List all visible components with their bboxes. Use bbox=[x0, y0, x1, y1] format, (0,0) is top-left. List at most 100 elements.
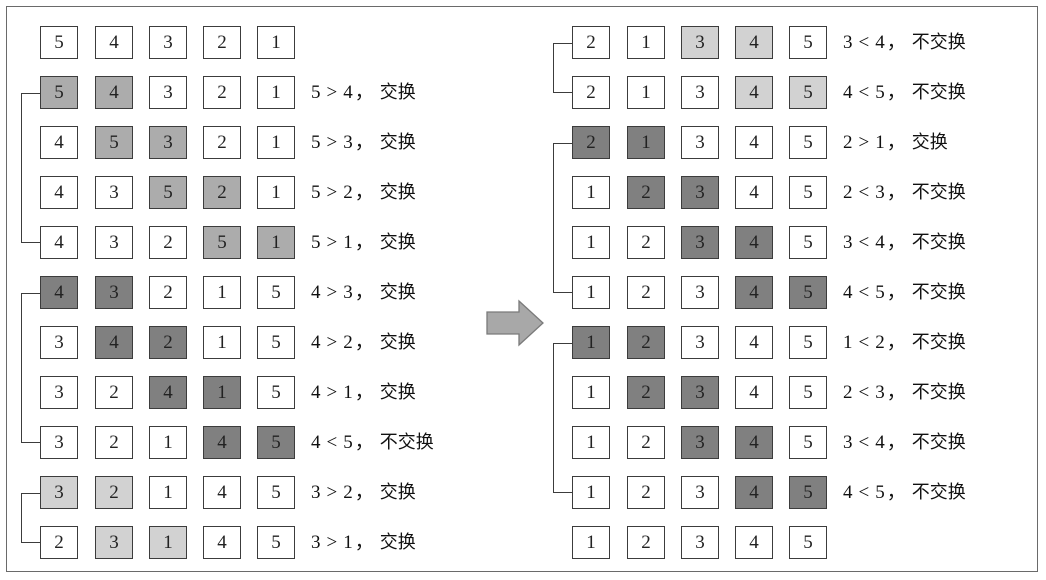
compared-value: 4 bbox=[311, 382, 321, 403]
separator: ， bbox=[886, 432, 906, 453]
array-cell: 2 bbox=[203, 126, 241, 159]
comparison-label: 3>2，交换 bbox=[311, 476, 416, 509]
array-cell: 3 bbox=[681, 376, 719, 409]
separator: ， bbox=[354, 532, 374, 553]
array-cell: 2 bbox=[572, 26, 610, 59]
array-cell: 5 bbox=[789, 26, 827, 59]
round-bracket bbox=[21, 292, 40, 443]
separator: ， bbox=[354, 332, 374, 353]
array-cell: 3 bbox=[40, 376, 78, 409]
swap-decision: 交换 bbox=[379, 332, 416, 353]
comparison-operator: > bbox=[858, 132, 870, 153]
array-cell: 2 bbox=[627, 176, 665, 209]
comparison-label: 4<5，不交换 bbox=[843, 476, 966, 509]
swap-decision: 不交换 bbox=[911, 282, 966, 303]
compared-value: 4 bbox=[875, 232, 885, 253]
swap-decision: 交换 bbox=[379, 82, 416, 103]
swap-decision: 不交换 bbox=[379, 432, 434, 453]
compared-value: 4 bbox=[343, 82, 353, 103]
array-cell: 4 bbox=[735, 126, 773, 159]
separator: ， bbox=[886, 182, 906, 203]
array-cell: 3 bbox=[95, 526, 133, 559]
array-cell: 5 bbox=[257, 276, 295, 309]
separator: ， bbox=[886, 82, 906, 103]
swap-decision: 不交换 bbox=[911, 332, 966, 353]
comparison-operator: > bbox=[326, 332, 338, 353]
array-cell: 5 bbox=[257, 326, 295, 359]
comparison-label: 4<5，不交换 bbox=[311, 426, 434, 459]
compared-value: 4 bbox=[311, 332, 321, 353]
swap-decision: 交换 bbox=[379, 482, 416, 503]
array-cell: 4 bbox=[95, 26, 133, 59]
compared-value: 3 bbox=[875, 182, 885, 203]
array-cell: 4 bbox=[735, 476, 773, 509]
array-cell: 2 bbox=[40, 526, 78, 559]
comparison-operator: > bbox=[326, 532, 338, 553]
swap-decision: 交换 bbox=[379, 232, 416, 253]
round-bracket bbox=[553, 42, 572, 93]
array-cell: 5 bbox=[789, 476, 827, 509]
array-cell: 5 bbox=[149, 176, 187, 209]
comparison-label: 5>1，交换 bbox=[311, 226, 416, 259]
separator: ， bbox=[886, 282, 906, 303]
round-bracket bbox=[553, 142, 572, 293]
array-cell: 4 bbox=[40, 226, 78, 259]
array-cell: 5 bbox=[40, 76, 78, 109]
array-cell: 3 bbox=[149, 26, 187, 59]
compared-value: 5 bbox=[311, 182, 321, 203]
comparison-label: 4>1，交换 bbox=[311, 376, 416, 409]
separator: ， bbox=[886, 382, 906, 403]
comparison-label: 5>2，交换 bbox=[311, 176, 416, 209]
array-cell: 1 bbox=[572, 276, 610, 309]
swap-decision: 不交换 bbox=[911, 82, 966, 103]
array-cell: 1 bbox=[149, 476, 187, 509]
array-cell: 4 bbox=[40, 276, 78, 309]
array-cell: 4 bbox=[95, 76, 133, 109]
compared-value: 4 bbox=[311, 282, 321, 303]
comparison-operator: < bbox=[858, 482, 870, 503]
compared-value: 4 bbox=[875, 32, 885, 53]
compared-value: 3 bbox=[843, 32, 853, 53]
array-cell: 3 bbox=[95, 176, 133, 209]
comparison-label: 4>3，交换 bbox=[311, 276, 416, 309]
array-cell: 4 bbox=[149, 376, 187, 409]
array-cell: 1 bbox=[572, 326, 610, 359]
comparison-label: 3<4，不交换 bbox=[843, 226, 966, 259]
compared-value: 3 bbox=[311, 532, 321, 553]
comparison-label: 3<4，不交换 bbox=[843, 426, 966, 459]
array-cell: 5 bbox=[257, 426, 295, 459]
compared-value: 5 bbox=[875, 482, 885, 503]
array-cell: 4 bbox=[735, 176, 773, 209]
array-cell: 3 bbox=[681, 126, 719, 159]
array-cell: 4 bbox=[735, 76, 773, 109]
round-bracket bbox=[553, 342, 572, 493]
array-cell: 4 bbox=[735, 226, 773, 259]
array-cell: 5 bbox=[257, 376, 295, 409]
array-cell: 5 bbox=[789, 326, 827, 359]
separator: ， bbox=[354, 232, 374, 253]
array-cell: 3 bbox=[149, 76, 187, 109]
compared-value: 3 bbox=[875, 382, 885, 403]
comparison-label: 4<5，不交换 bbox=[843, 76, 966, 109]
array-cell: 2 bbox=[627, 376, 665, 409]
array-cell: 1 bbox=[572, 376, 610, 409]
comparison-label: 1<2，不交换 bbox=[843, 326, 966, 359]
comparison-operator: > bbox=[326, 82, 338, 103]
comparison-operator: > bbox=[326, 282, 338, 303]
compared-value: 5 bbox=[311, 82, 321, 103]
array-cell: 1 bbox=[257, 126, 295, 159]
compared-value: 4 bbox=[843, 282, 853, 303]
compared-value: 2 bbox=[843, 182, 853, 203]
comparison-operator: < bbox=[858, 82, 870, 103]
swap-decision: 交换 bbox=[911, 132, 948, 153]
compared-value: 1 bbox=[343, 382, 353, 403]
array-cell: 1 bbox=[572, 526, 610, 559]
comparison-operator: < bbox=[858, 382, 870, 403]
separator: ， bbox=[886, 32, 906, 53]
array-cell: 3 bbox=[681, 26, 719, 59]
array-cell: 2 bbox=[95, 426, 133, 459]
compared-value: 3 bbox=[843, 432, 853, 453]
compared-value: 2 bbox=[343, 182, 353, 203]
array-cell: 4 bbox=[203, 476, 241, 509]
array-cell: 2 bbox=[203, 176, 241, 209]
